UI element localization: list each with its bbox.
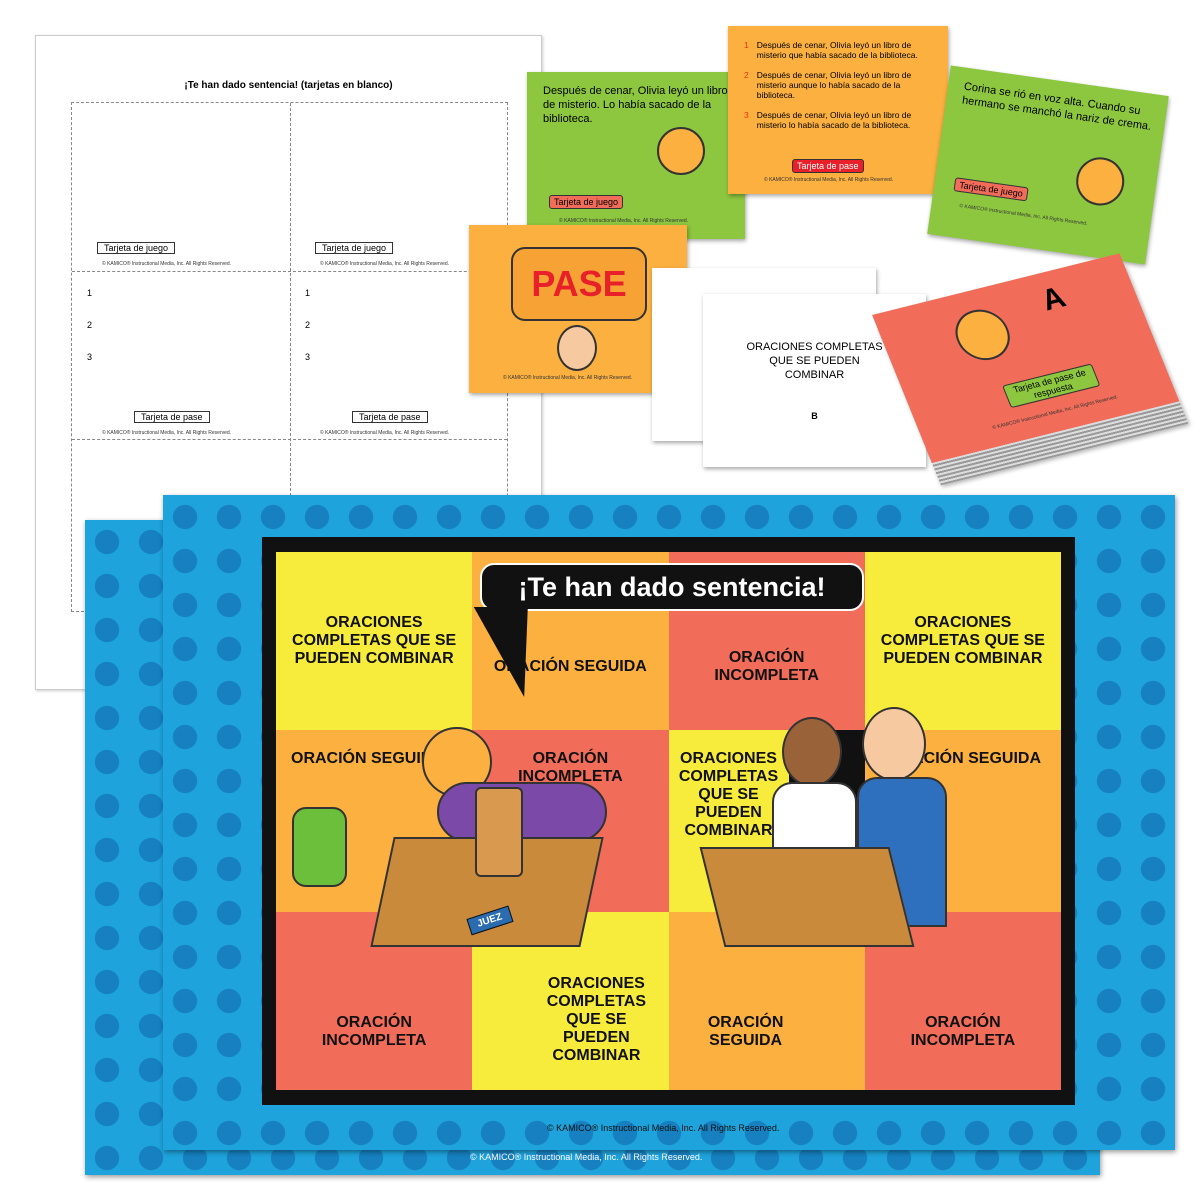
number: 1 [87, 288, 93, 298]
pass-card-label: Tarjeta de pase [792, 159, 864, 173]
judge-illustration [657, 127, 705, 175]
answer-letter: B [811, 411, 818, 421]
copyright: © KAMICO® Instructional Media, Inc. All … [959, 203, 1088, 228]
copyright: © KAMICO® Instructional Media, Inc. All … [547, 1123, 780, 1133]
student-desk [699, 847, 915, 947]
pase-card: PASE © KAMICO® Instructional Media, Inc.… [469, 225, 687, 393]
board-title: ¡Te han dado sentencia! [480, 563, 864, 611]
blank-game-label: Tarjeta de juego [315, 242, 394, 254]
gavel [475, 787, 523, 877]
board-cell[interactable]: ORACIONES COMPLETAS QUE SE PUEDEN COMBIN… [864, 552, 1061, 730]
number: 3 [305, 352, 311, 362]
stack-top-card: A Tarjeta de pase de respuesta © KAMICO®… [872, 253, 1180, 463]
copyright: © KAMICO® Instructional Media, Inc. All … [102, 430, 232, 436]
blank-pass-label: Tarjeta de pase [134, 411, 210, 423]
blank-pass-label: Tarjeta de pase [352, 411, 428, 423]
copyright: © KAMICO® Instructional Media, Inc. All … [320, 430, 450, 436]
board-cell[interactable]: ORACIONES COMPLETAS QUE SE PUEDEN COMBIN… [276, 552, 473, 730]
card-text: Después de cenar, Olivia leyó un libro d… [543, 85, 728, 125]
game-board: ORACIONES COMPLETAS QUE SE PUEDEN COMBIN… [163, 495, 1175, 1150]
copyright: © KAMICO® Instructional Media, Inc. All … [503, 375, 633, 381]
game-card: Después de cenar, Olivia leyó un libro d… [527, 72, 745, 239]
judge-illustration [1073, 154, 1128, 209]
sheet-title: ¡Te han dado sentencia! (tarjetas en bla… [184, 80, 393, 91]
copyright: © KAMICO® Instructional Media, Inc. All … [102, 261, 232, 267]
number: 1 [305, 288, 311, 298]
option-text: Después de cenar, Olivia leyó un libro d… [756, 40, 918, 60]
copyright: © KAMICO® Instructional Media, Inc. All … [320, 261, 450, 267]
number: 2 [305, 320, 311, 330]
student-head [782, 717, 842, 787]
board-frame: ORACIONES COMPLETAS QUE SE PUEDEN COMBIN… [262, 537, 1075, 1105]
pase-title: PASE [511, 247, 647, 321]
copyright: © KAMICO® Instructional Media, Inc. All … [764, 177, 894, 183]
boy-head [862, 707, 926, 781]
copyright: © KAMICO® Instructional Media, Inc. All … [559, 218, 689, 224]
game-card-label: Tarjeta de juego [953, 177, 1029, 202]
game-card-label: Tarjeta de juego [549, 195, 624, 209]
number: 3 [87, 352, 93, 362]
stack-letter: A [1036, 281, 1071, 318]
boy-illustration [557, 325, 597, 371]
option-text: Después de cenar, Olivia leyó un libro d… [756, 110, 912, 130]
option-text: Después de cenar, Olivia leyó un libro d… [756, 70, 912, 100]
number: 2 [87, 320, 93, 330]
board-cell[interactable]: ORACIONES COMPLETAS QUE SE PUEDEN COMBIN… [472, 912, 669, 1090]
copyright: © KAMICO® Instructional Media, Inc. All … [470, 1152, 703, 1162]
answer-text: ORACIONES COMPLETAS QUE SE PUEDEN COMBIN… [746, 341, 883, 381]
chair [292, 807, 347, 887]
game-card: Corina se rió en voz alta. Cuando su her… [927, 65, 1169, 265]
card-text: Corina se rió en voz alta. Cuando su her… [961, 80, 1152, 133]
judge-illustration [947, 304, 1018, 366]
blank-game-label: Tarjeta de juego [97, 242, 176, 254]
